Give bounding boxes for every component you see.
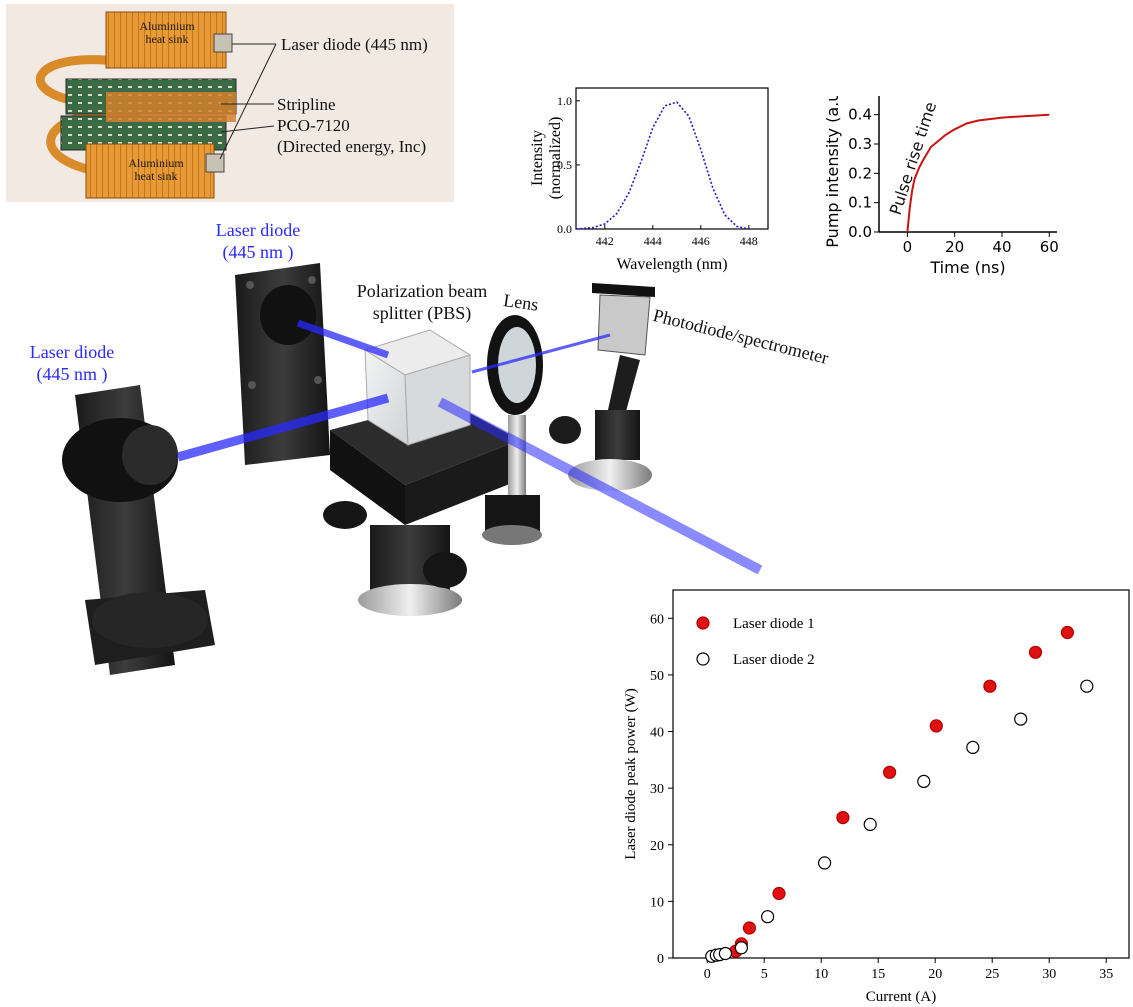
spectrum-x-tick-label: 446 (692, 234, 710, 248)
pump-series-line (906, 113, 1050, 233)
laser-beams (176, 319, 763, 575)
photodiode-detector (549, 283, 655, 491)
pbs-label-line1: Polarization beam (356, 281, 488, 301)
photo-laser-diode-label: Laser diode (445 nm) (281, 35, 428, 54)
heat-sink-top-label: Aluminium heat sink (122, 20, 212, 46)
series-2-point (734, 941, 748, 955)
peak-power-chart: 0 5 10 15 20 25 30 35 0 10 20 30 40 50 60 Laser diode … (623, 589, 1130, 1005)
series-2-point (718, 946, 733, 961)
legend-label-1: Laser diode 1 (733, 616, 815, 632)
scatter-x-tick-label: 35 (1099, 967, 1113, 982)
spectrum-x-axis-label: Wavelength (nm) (616, 256, 727, 273)
heat-sink-bottom-line2: heat sink (134, 169, 178, 183)
heat-sink-bottom-label: Aluminium heat sink (106, 157, 206, 183)
legend-marker-1 (696, 616, 710, 630)
series-2-point (1014, 712, 1028, 726)
spectrum-y-tick-label: 0.5 (557, 158, 572, 172)
pump-x-tick-label: 0 (903, 238, 913, 256)
spectrum-x-tick-label: 444 (644, 234, 662, 248)
scatter-x-tick-label: 25 (985, 967, 999, 982)
series-2-point (863, 817, 877, 831)
scatter-x-tick-label: 0 (704, 967, 711, 982)
pump-x-tick-label: 60 (1040, 238, 1059, 256)
pump-y-tick-label: 0.3 (848, 135, 872, 153)
spectrum-series-line (575, 101, 749, 230)
spectrum-y-tick-label: 1.0 (557, 94, 572, 108)
spectrum-plot-frame (575, 87, 769, 230)
series-1-point (1060, 625, 1074, 640)
scatter-x-tick-label: 15 (871, 967, 885, 982)
photo-pco-label: PCO-7120 (277, 116, 350, 135)
left-laser-diode-line1: Laser diode (29, 342, 115, 362)
spectrum-y-axis-label-line1: Intensity (529, 130, 546, 186)
scatter-y-tick-label: 60 (650, 612, 664, 627)
series-2-point (917, 774, 931, 788)
series-1-point (929, 719, 943, 733)
series-1-point (836, 811, 850, 825)
pump-y-tick-label: 0.1 (848, 194, 872, 212)
heat-sink-top-line2: heat sink (145, 32, 189, 46)
series-2-point (761, 910, 775, 924)
top-laser-diode-line2: (445 nm ) (222, 242, 294, 262)
scatter-x-tick-label: 20 (928, 967, 942, 982)
laser-module-illustration (35, 11, 277, 199)
pump-y-tick-label: 0.2 (848, 164, 872, 182)
series-1-point (983, 679, 997, 693)
scatter-y-tick-label: 10 (650, 895, 664, 910)
scatter-y-axis-label: Laser diode peak power (W) (623, 688, 639, 860)
optical-setup-illustration (62, 263, 763, 675)
left-laser-diode-line2: (445 nm ) (36, 364, 108, 384)
series-2-point (818, 856, 832, 870)
series-2-point (966, 740, 980, 754)
series-1-point (772, 886, 786, 901)
scatter-plot-frame (672, 589, 1130, 959)
spectrum-y-tick-label: 0.0 (557, 222, 572, 236)
pbs-label-line2: splitter (PBS) (372, 303, 472, 323)
pump-x-tick-label: 20 (945, 238, 964, 256)
series-2-point (1080, 679, 1094, 693)
polarization-beam-splitter-cube (363, 329, 472, 446)
scatter-y-tick-label: 0 (657, 952, 664, 967)
pump-y-tick-label: 0.0 (848, 223, 872, 241)
pump-x-axis-label: Time (ns) (929, 258, 1005, 277)
left-laser-diode-mount (62, 385, 215, 675)
spectrum-chart: 442 444 446 448 0.0 0.5 1.0 Wavelength (nm) In… (529, 87, 769, 273)
scatter-y-tick-label: 40 (650, 726, 664, 741)
top-laser-diode-line1: Laser diode (215, 220, 301, 240)
photo-pco-maker-label: (Directed energy, Inc) (277, 137, 427, 156)
pump-y-axis-label: Pump intensity (a.u.) (823, 96, 842, 248)
scatter-y-tick-label: 20 (650, 839, 664, 854)
scatter-x-tick-label: 5 (761, 967, 768, 982)
pbs-label: Polarization beam splitter (PBS) (347, 280, 497, 324)
pulse-rise-annotation: Pulse rise time (886, 99, 940, 217)
pump-chart: 0 20 40 60 0.0 0.1 0.2 0.3 0.4 Pulse rise time T… (823, 96, 1059, 277)
laser-module-photo: Aluminium heat sink Aluminium heat sink … (6, 4, 454, 202)
heat-sink-bottom-line1: Aluminium (128, 156, 184, 170)
scatter-y-tick-label: 50 (650, 669, 664, 684)
pump-x-tick-label: 40 (992, 238, 1011, 256)
series-1-point (1028, 645, 1043, 659)
top-laser-diode-label: Laser diode (445 nm ) (213, 219, 303, 263)
spectrum-x-tick-label: 448 (740, 234, 758, 248)
spectrum-y-axis-label-line2: (normalized) (547, 117, 564, 200)
scatter-x-tick-label: 30 (1042, 967, 1056, 982)
scatter-x-axis-label: Current (A) (866, 989, 936, 1005)
lens-holder (482, 315, 543, 545)
scatter-x-tick-label: 10 (814, 967, 828, 982)
top-laser-diode-mount (235, 263, 330, 465)
photo-stripline-label: Stripline (277, 95, 336, 114)
series-1-point (742, 921, 756, 935)
legend-marker-2 (696, 652, 710, 666)
pump-y-tick-label: 0.4 (848, 106, 872, 124)
legend-label-2: Laser diode 2 (733, 652, 815, 668)
scatter-y-tick-label: 30 (650, 782, 664, 797)
left-laser-diode-label: Laser diode (445 nm ) (22, 341, 122, 385)
spectrum-x-tick-label: 442 (596, 234, 614, 248)
series-1-point (883, 765, 897, 779)
heat-sink-top-line1: Aluminium (139, 19, 195, 33)
